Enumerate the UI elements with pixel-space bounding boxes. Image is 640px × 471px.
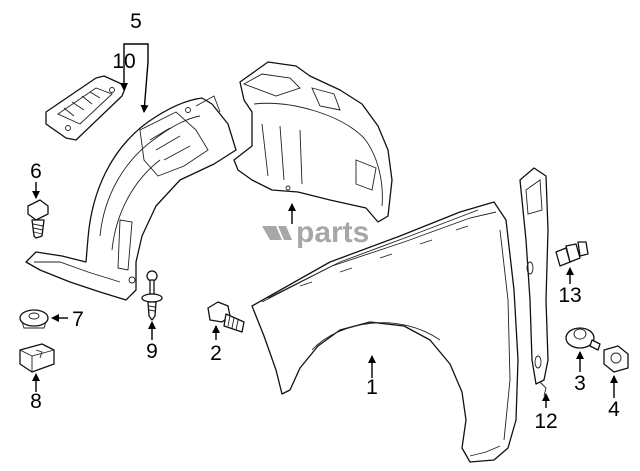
watermark-text: parts [296, 216, 369, 249]
callout-8: 8 [30, 390, 42, 413]
callout-4: 4 [608, 398, 620, 421]
callout-10: 10 [112, 50, 135, 73]
callouts: 5 10 6 7 8 9 2 1 12 3 4 13 [30, 10, 620, 433]
callout-3: 3 [574, 372, 586, 395]
retainer-part-13 [555, 241, 589, 267]
fender-part [251, 201, 519, 463]
leaders [32, 43, 618, 408]
callout-7: 7 [72, 308, 84, 331]
inner-liner-part [233, 61, 393, 223]
callout-6: 6 [30, 160, 42, 183]
bolt-part-6 [27, 199, 49, 239]
fender-bracket-part [519, 167, 549, 397]
callout-12: 12 [534, 410, 557, 433]
callout-13: 13 [558, 284, 581, 307]
splash-shield-part [45, 75, 127, 141]
fender-liner-part [25, 95, 237, 301]
clip-part-7 [19, 309, 49, 329]
callout-1: 1 [366, 376, 378, 399]
callout-2: 2 [210, 342, 222, 365]
bolt-part-2 [207, 301, 245, 333]
nut-part-4 [603, 345, 629, 373]
callout-9: 9 [146, 340, 158, 363]
push-pin-part-9 [141, 270, 163, 321]
grommet-part-3 [565, 327, 601, 351]
callout-5: 5 [130, 10, 142, 33]
watermark: parts [262, 216, 369, 249]
u-nut-part-8 [19, 343, 55, 373]
